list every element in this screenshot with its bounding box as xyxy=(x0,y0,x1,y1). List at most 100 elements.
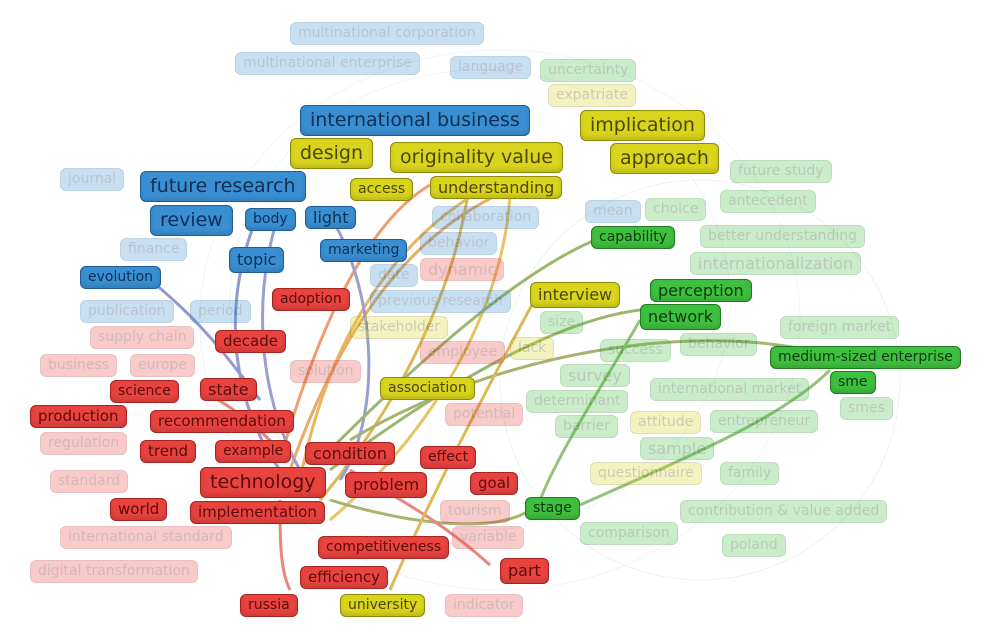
node-perception[interactable]: perception xyxy=(650,279,752,302)
node-tourism[interactable]: tourism xyxy=(440,500,510,523)
node-attitude[interactable]: attitude xyxy=(630,411,702,434)
edge xyxy=(278,183,431,461)
node-example[interactable]: example xyxy=(215,440,292,463)
node-size[interactable]: size xyxy=(540,311,584,334)
node-adoption[interactable]: adoption xyxy=(272,288,350,311)
node-comparison[interactable]: comparison xyxy=(580,522,678,545)
node-association[interactable]: association xyxy=(380,377,475,400)
edge xyxy=(328,236,601,452)
node-efficiency[interactable]: efficiency xyxy=(300,566,389,589)
edge-halo xyxy=(499,179,901,581)
node-uncertainty[interactable]: uncertainty xyxy=(540,59,637,82)
node-antecedent[interactable]: antecedent xyxy=(720,190,816,213)
node-implementation[interactable]: implementation xyxy=(190,501,325,524)
node-competitiveness[interactable]: competitiveness xyxy=(318,536,450,559)
node-better-understanding[interactable]: better understanding xyxy=(700,225,866,248)
node-sme[interactable]: sme xyxy=(830,371,876,394)
node-contribution-value-added[interactable]: contribution & value added xyxy=(680,500,888,523)
node-indicator[interactable]: indicator xyxy=(445,594,523,617)
node-russia[interactable]: russia xyxy=(240,594,298,617)
node-understanding[interactable]: understanding xyxy=(430,176,563,199)
node-questionnaire[interactable]: questionnaire xyxy=(590,462,702,485)
node-recommendation[interactable]: recommendation xyxy=(150,410,294,433)
node-access[interactable]: access xyxy=(350,178,414,201)
node-network[interactable]: network xyxy=(640,304,721,330)
node-part[interactable]: part xyxy=(500,558,549,584)
node-sample[interactable]: sample xyxy=(640,437,715,460)
node-date[interactable]: date xyxy=(370,264,418,287)
node-publication[interactable]: publication xyxy=(80,300,174,323)
node-multinational-corporation[interactable]: multinational corporation xyxy=(290,22,484,45)
node-approach[interactable]: approach xyxy=(610,143,719,174)
node-family[interactable]: family xyxy=(720,462,780,485)
node-production[interactable]: production xyxy=(30,405,127,428)
node-employee[interactable]: employee xyxy=(420,341,506,364)
node-success[interactable]: success xyxy=(600,339,671,362)
node-behavior-green[interactable]: behavior xyxy=(680,333,758,356)
node-behavior-blue[interactable]: behavior xyxy=(420,232,498,255)
node-international-standard[interactable]: international standard xyxy=(60,526,232,549)
node-international-business[interactable]: international business xyxy=(300,105,530,136)
node-stakeholder[interactable]: stakeholder xyxy=(350,316,449,339)
node-body[interactable]: body xyxy=(245,208,296,231)
node-mean[interactable]: mean xyxy=(585,200,641,223)
node-effect[interactable]: effect xyxy=(420,446,477,469)
node-barrier[interactable]: barrier xyxy=(555,415,618,438)
edge xyxy=(329,498,531,526)
node-poland[interactable]: poland xyxy=(722,534,786,557)
node-language[interactable]: language xyxy=(450,56,532,79)
node-lack[interactable]: lack xyxy=(510,337,555,360)
node-topic[interactable]: topic xyxy=(229,247,285,273)
node-state[interactable]: state xyxy=(200,378,257,401)
node-interview[interactable]: interview xyxy=(530,282,621,308)
node-problem[interactable]: problem xyxy=(345,472,428,498)
node-europe[interactable]: europe xyxy=(130,354,195,377)
node-evolution[interactable]: evolution xyxy=(80,266,162,289)
node-journal[interactable]: journal xyxy=(60,168,125,191)
node-originality-value[interactable]: originality value xyxy=(390,142,563,173)
node-survey[interactable]: survey xyxy=(560,364,630,387)
node-condition[interactable]: condition xyxy=(305,442,395,465)
node-design[interactable]: design xyxy=(290,138,374,169)
node-expatriate[interactable]: expatriate xyxy=(548,84,636,107)
node-goal[interactable]: goal xyxy=(470,472,519,495)
node-collaboration[interactable]: collaboration xyxy=(432,206,540,229)
node-technology[interactable]: technology xyxy=(200,467,326,498)
node-university[interactable]: university xyxy=(340,594,426,617)
node-capability[interactable]: capability xyxy=(591,226,676,249)
node-implication[interactable]: implication xyxy=(580,110,705,141)
node-stage[interactable]: stage xyxy=(525,497,580,520)
edge xyxy=(579,368,832,507)
node-previous-research[interactable]: previous research xyxy=(370,290,511,313)
node-period[interactable]: period xyxy=(190,300,251,323)
node-smes[interactable]: smes xyxy=(840,397,893,420)
node-international-market[interactable]: international market xyxy=(650,378,810,401)
node-finance[interactable]: finance xyxy=(120,238,188,261)
node-digital-transformation[interactable]: digital transformation xyxy=(30,560,198,583)
node-internationalization[interactable]: internationalization xyxy=(690,252,862,275)
node-review[interactable]: review xyxy=(150,205,233,236)
node-determinant[interactable]: determinant xyxy=(526,390,629,413)
node-future-research[interactable]: future research xyxy=(140,171,306,202)
node-choice[interactable]: choice xyxy=(645,198,707,221)
node-solution[interactable]: solution xyxy=(290,360,362,383)
node-supply-chain[interactable]: supply chain xyxy=(90,326,195,349)
node-future-study[interactable]: future study xyxy=(730,160,832,183)
node-standard[interactable]: standard xyxy=(50,470,129,493)
node-science[interactable]: science xyxy=(110,380,179,403)
node-world[interactable]: world xyxy=(110,498,168,521)
node-medium-sized-enterprise[interactable]: medium-sized enterprise xyxy=(770,346,961,369)
node-regulation[interactable]: regulation xyxy=(40,432,128,455)
node-variable[interactable]: variable xyxy=(452,526,525,549)
node-potential[interactable]: potential xyxy=(445,403,524,426)
node-business[interactable]: business xyxy=(40,354,118,377)
node-marketing[interactable]: marketing xyxy=(320,239,408,262)
node-dynamic[interactable]: dynamic xyxy=(420,258,505,281)
node-entrepreneur[interactable]: entrepreneur xyxy=(710,410,819,433)
node-foreign-market[interactable]: foreign market xyxy=(780,316,900,339)
node-multinational-enterprise[interactable]: multinational enterprise xyxy=(235,52,420,75)
node-light[interactable]: light xyxy=(305,206,357,229)
node-trend[interactable]: trend xyxy=(140,440,196,463)
node-decade[interactable]: decade xyxy=(215,330,286,353)
